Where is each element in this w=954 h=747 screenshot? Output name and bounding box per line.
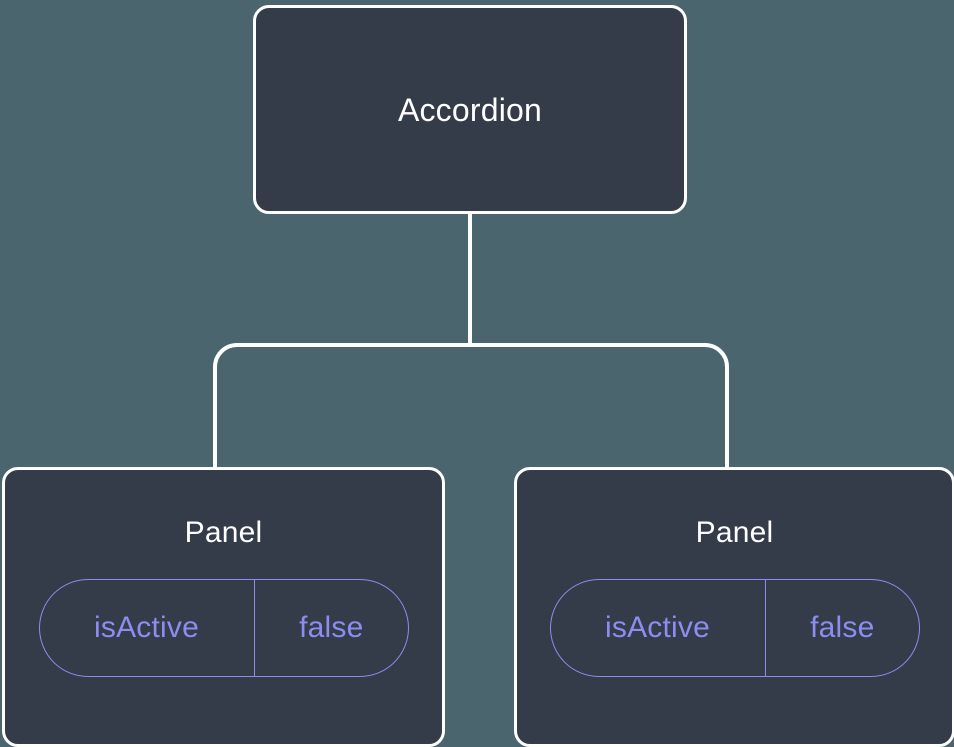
prop-key-panel-1: isActive [94,611,199,644]
prop-divider-panel-2 [764,580,767,676]
node-panel-1-label: Panel [184,516,263,549]
edge-child-bus [213,343,729,470]
node-accordion[interactable]: Accordion [253,5,687,214]
node-panel-2[interactable]: Panel isActive false [514,467,954,747]
prop-value-panel-1: false [299,611,364,644]
prop-value-panel-2: false [810,611,875,644]
prop-badge-panel-2[interactable]: isActive false [549,579,920,677]
prop-key-panel-2: isActive [605,611,710,644]
prop-divider-panel-1 [253,580,256,676]
node-panel-2-label: Panel [695,516,774,549]
prop-badge-panel-1[interactable]: isActive false [38,579,409,677]
node-accordion-label: Accordion [397,91,543,128]
node-panel-1[interactable]: Panel isActive false [2,467,445,747]
